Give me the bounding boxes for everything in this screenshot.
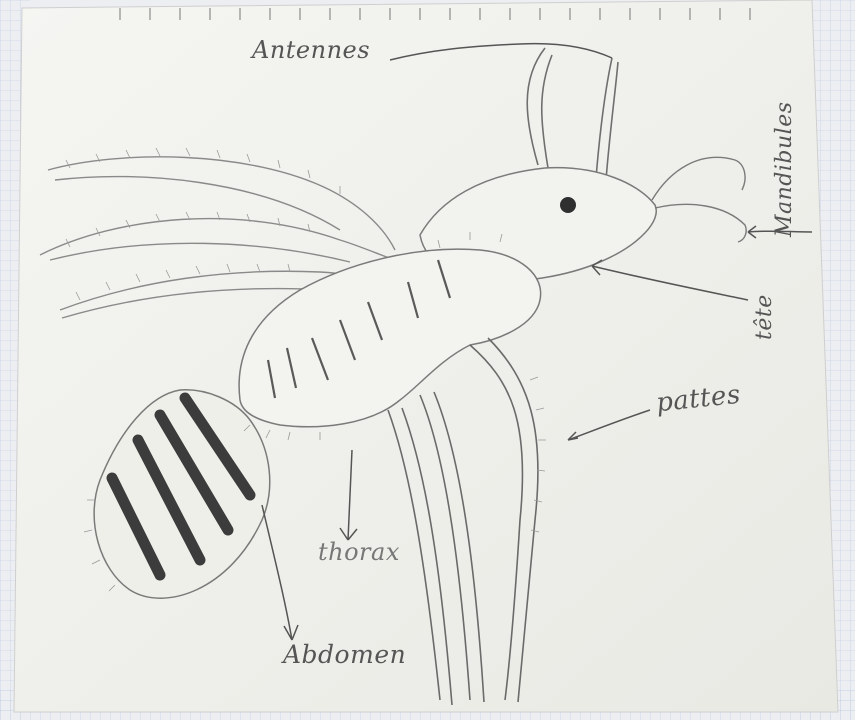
label-antennes: Antennes [252,36,370,64]
label-abdomen: Abdomen [283,640,406,669]
eye [560,197,576,213]
label-tete: tête [752,294,777,340]
label-thorax: thorax [318,538,400,566]
label-mandibules: Mandibules [772,101,797,237]
